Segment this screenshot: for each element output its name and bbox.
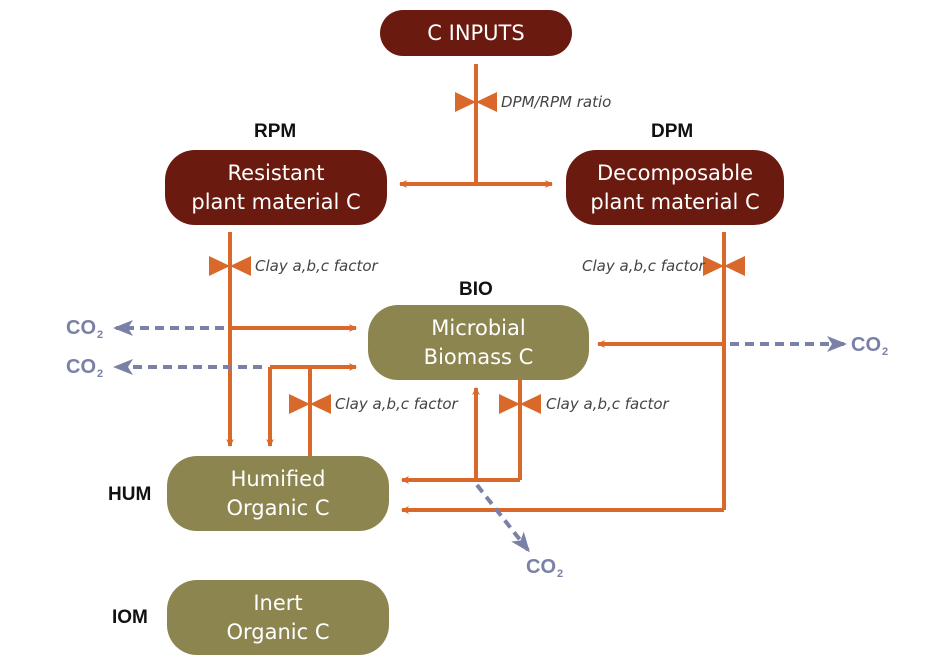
c-inputs-box: C INPUTS bbox=[380, 10, 572, 56]
rpm-factor-marker bbox=[209, 256, 251, 276]
dpm-factor-label: Clay a,b,c factor bbox=[582, 257, 705, 275]
iom-line2: Organic C bbox=[226, 619, 330, 644]
dpm-line2: plant material C bbox=[590, 189, 760, 214]
hum-line2: Organic C bbox=[226, 495, 330, 520]
iom-pool: Inert Organic C bbox=[167, 580, 389, 655]
dpm-pool: Decomposable plant material C bbox=[566, 150, 784, 225]
bio-factor-marker bbox=[499, 394, 541, 414]
rpm-line1: Resistant bbox=[227, 160, 325, 185]
dpm-line1: Decomposable bbox=[596, 160, 753, 185]
rpm-code: RPM bbox=[254, 121, 297, 142]
ratio-label: DPM/RPM ratio bbox=[501, 93, 612, 111]
co2-label-dpm: CO2 bbox=[851, 334, 889, 358]
bio-line2: Biomass C bbox=[423, 344, 534, 369]
hum-code: HUM bbox=[108, 484, 152, 505]
bio-factor-label: Clay a,b,c factor bbox=[546, 395, 669, 413]
bio-pool: Microbial Biomass C bbox=[368, 305, 589, 380]
bio-code: BIO bbox=[459, 279, 493, 300]
iom-code: IOM bbox=[112, 607, 148, 628]
dpm-factor-marker bbox=[703, 256, 745, 276]
rpm-line2: plant material C bbox=[191, 189, 361, 214]
c-inputs-label: C INPUTS bbox=[427, 20, 525, 45]
hum-factor-label: Clay a,b,c factor bbox=[335, 395, 458, 413]
rpm-pool: Resistant plant material C bbox=[165, 150, 387, 225]
rpm-factor-label: Clay a,b,c factor bbox=[255, 257, 378, 275]
hum-line1: Humified bbox=[230, 466, 326, 491]
hum-pool: Humified Organic C bbox=[167, 456, 389, 531]
co2-label-bio: CO2 bbox=[526, 556, 564, 580]
co2-arrow-bio bbox=[475, 483, 530, 553]
ratio-marker bbox=[455, 92, 497, 112]
bio-line1: Microbial bbox=[431, 315, 526, 340]
iom-line1: Inert bbox=[253, 590, 303, 615]
hum-factor-marker bbox=[289, 394, 331, 414]
co2-label-rpm: CO2 bbox=[66, 317, 104, 341]
dpm-code: DPM bbox=[651, 121, 694, 142]
co2-label-hum: CO2 bbox=[66, 356, 104, 380]
